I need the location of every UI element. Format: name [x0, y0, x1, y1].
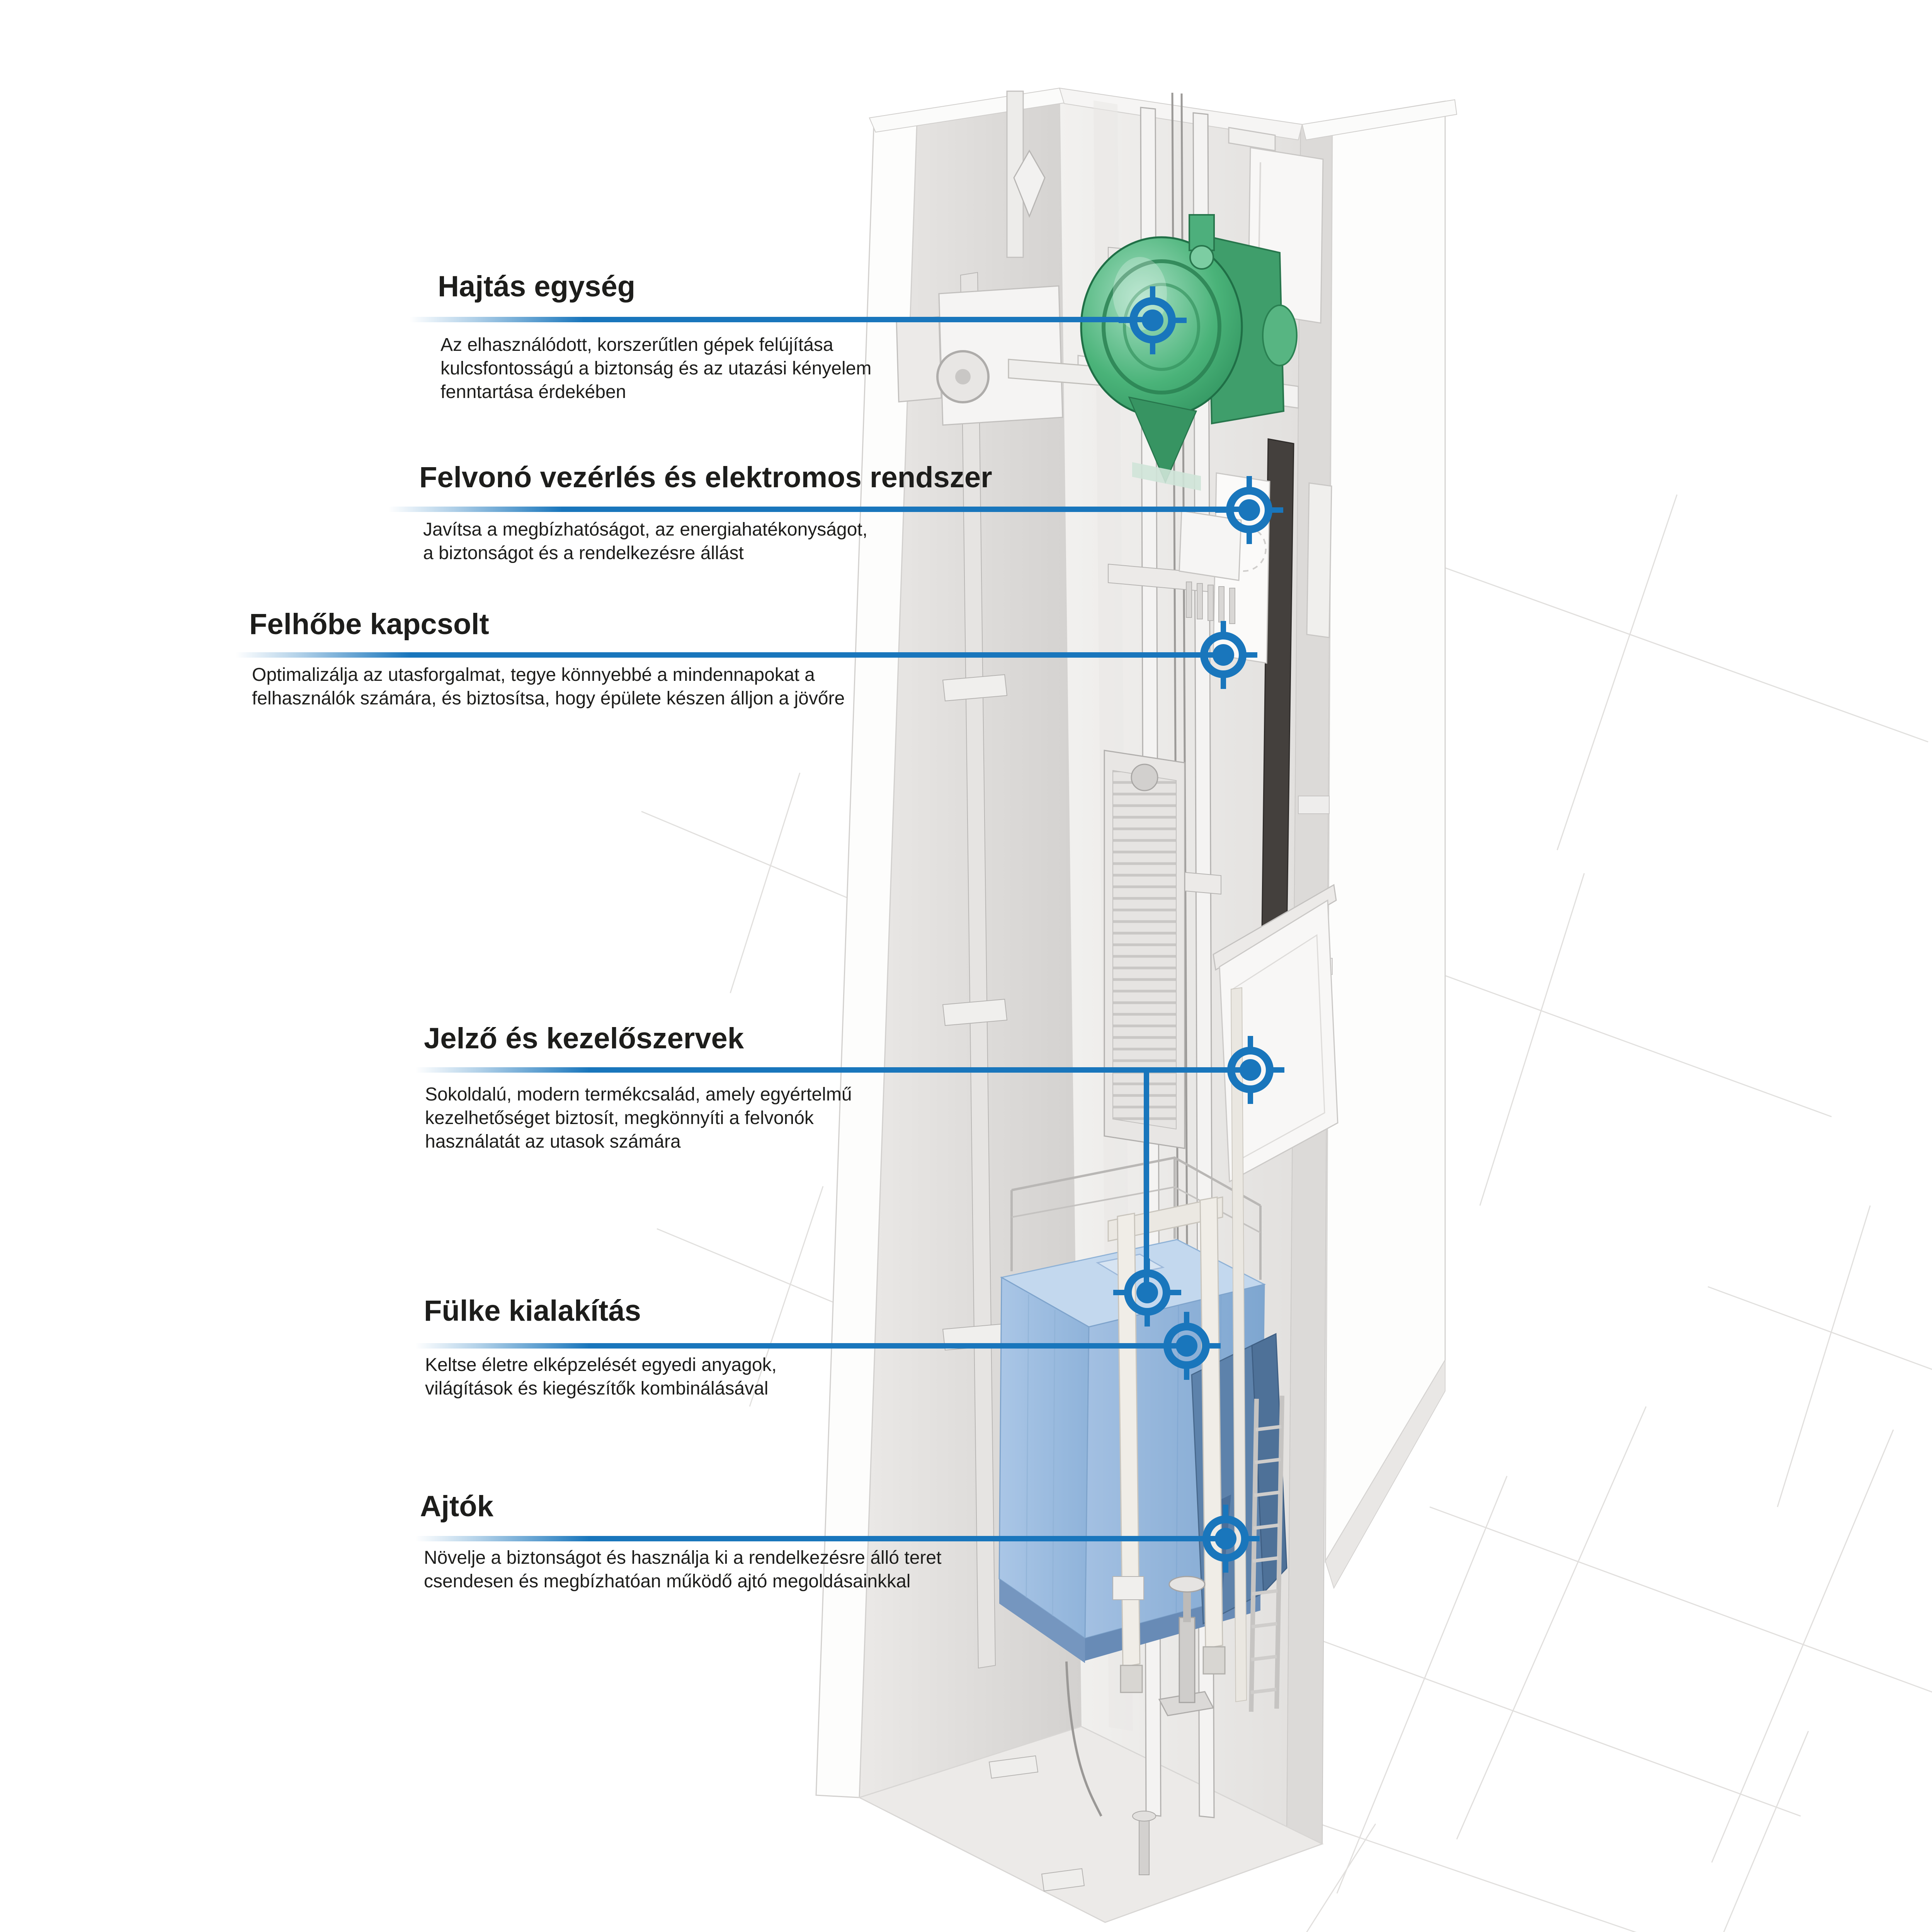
target-marker-icon-signalization [1216, 1036, 1284, 1104]
callout-description-cloud-connected: Optimalizálja az utasforgalmat, tegye kö… [252, 665, 845, 709]
controller-cabinet [1179, 438, 1333, 975]
target-marker-icon-control-system [1215, 476, 1283, 544]
callout-line-drive-unit [410, 317, 1153, 322]
target-marker-icon-doors [1192, 1505, 1260, 1573]
counterweight [1104, 750, 1185, 1149]
pit-ladder [1249, 1395, 1284, 1712]
callout-title-drive-unit: Hajtás egység [438, 270, 636, 303]
callout-line-control-system [388, 507, 1249, 512]
callout-line-car-interior [415, 1343, 1187, 1349]
callout-branch-line-car-panel [1144, 1070, 1149, 1293]
target-marker-icon-drive-unit [1119, 286, 1187, 354]
target-marker-icon-car-panel [1113, 1259, 1181, 1327]
callout-line-cloud-connected [236, 652, 1223, 658]
callout-description-control-system: Javítsa a megbízhatóságot, az energiahat… [423, 519, 868, 563]
callout-description-signalization: Sokoldalú, modern termékcsalád, amely eg… [425, 1084, 852, 1152]
callout-description-car-interior: Keltse életre elképzelését egyedi anyago… [425, 1355, 777, 1399]
landing-door-panel [1213, 884, 1338, 1183]
callout-title-doors: Ajtók [420, 1490, 493, 1523]
callout-line-signalization [415, 1067, 1250, 1073]
pit-buffer [988, 1576, 1214, 1892]
callout-description-drive-unit: Az elhasználódott, korszerűtlen gépek fe… [440, 335, 872, 402]
callout-title-control-system: Felvonó vezérlés és elektromos rendszer [419, 461, 992, 494]
callout-title-cloud-connected: Felhőbe kapcsolt [249, 608, 489, 641]
callout-title-signalization: Jelző és kezelőszervek [424, 1022, 744, 1055]
callout-title-car-interior: Fülke kialakítás [424, 1294, 641, 1327]
callout-line-doors [415, 1536, 1226, 1541]
target-marker-icon-cloud-connected [1189, 621, 1257, 689]
callout-description-doors: Növelje a biztonságot és használja ki a … [424, 1548, 942, 1592]
target-marker-icon-car-interior [1153, 1312, 1221, 1380]
